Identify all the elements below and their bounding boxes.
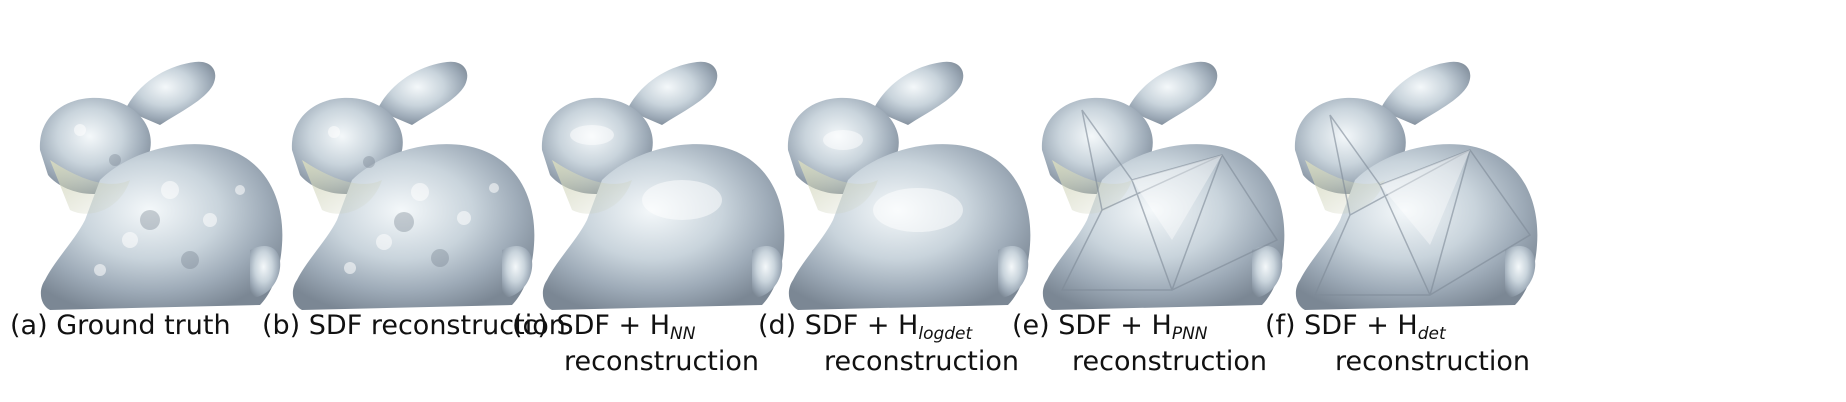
caption-d: (d) SDF + Hlogdet reconstruction	[758, 308, 1058, 380]
bunny-ground-truth-image	[39, 61, 283, 311]
caption-f-sub: det	[1417, 324, 1446, 344]
caption-f-line2: reconstruction	[1335, 346, 1531, 377]
caption-b: (b) SDF reconstruction	[262, 308, 566, 344]
caption-d-sub: logdet	[918, 324, 973, 344]
caption-c-sub: NN	[670, 324, 696, 344]
bunny-hpnn-reconstruction-image	[1041, 61, 1285, 311]
caption-c-line2: reconstruction	[564, 346, 760, 377]
bunny-sdf-reconstruction-image	[291, 61, 535, 311]
caption-f: (f) SDF + Hdet reconstruction	[1265, 308, 1565, 380]
caption-c: (c) SDF + HNN reconstruction	[512, 308, 812, 380]
panel-e: (e) SDF + HPNN reconstruction	[1012, 0, 1312, 402]
panel-d: (d) SDF + Hlogdet reconstruction	[758, 0, 1058, 402]
caption-a-text: (a) Ground truth	[10, 310, 231, 341]
caption-d-line2: reconstruction	[824, 346, 1020, 377]
caption-e: (e) SDF + HPNN reconstruction	[1012, 308, 1312, 380]
caption-d-prefix: (d) SDF + H	[758, 310, 919, 341]
panel-a: (a) Ground truth	[10, 0, 310, 402]
bunny-hlogdet-reconstruction-image	[787, 61, 1031, 311]
bunny-hnn-reconstruction-image	[541, 61, 785, 311]
panel-c: (c) SDF + HNN reconstruction	[512, 0, 812, 402]
caption-b-text: (b) SDF reconstruction	[262, 310, 566, 341]
caption-c-prefix: (c) SDF + H	[512, 310, 671, 341]
caption-a: (a) Ground truth	[10, 308, 310, 344]
caption-e-line2: reconstruction	[1072, 346, 1268, 377]
panel-b: (b) SDF reconstruction	[262, 0, 566, 402]
caption-e-sub: PNN	[1171, 324, 1208, 344]
caption-f-prefix: (f) SDF + H	[1265, 310, 1418, 341]
caption-e-prefix: (e) SDF + H	[1012, 310, 1172, 341]
bunny-hdet-reconstruction-image	[1294, 61, 1538, 311]
panel-f: (f) SDF + Hdet reconstruction	[1265, 0, 1565, 402]
